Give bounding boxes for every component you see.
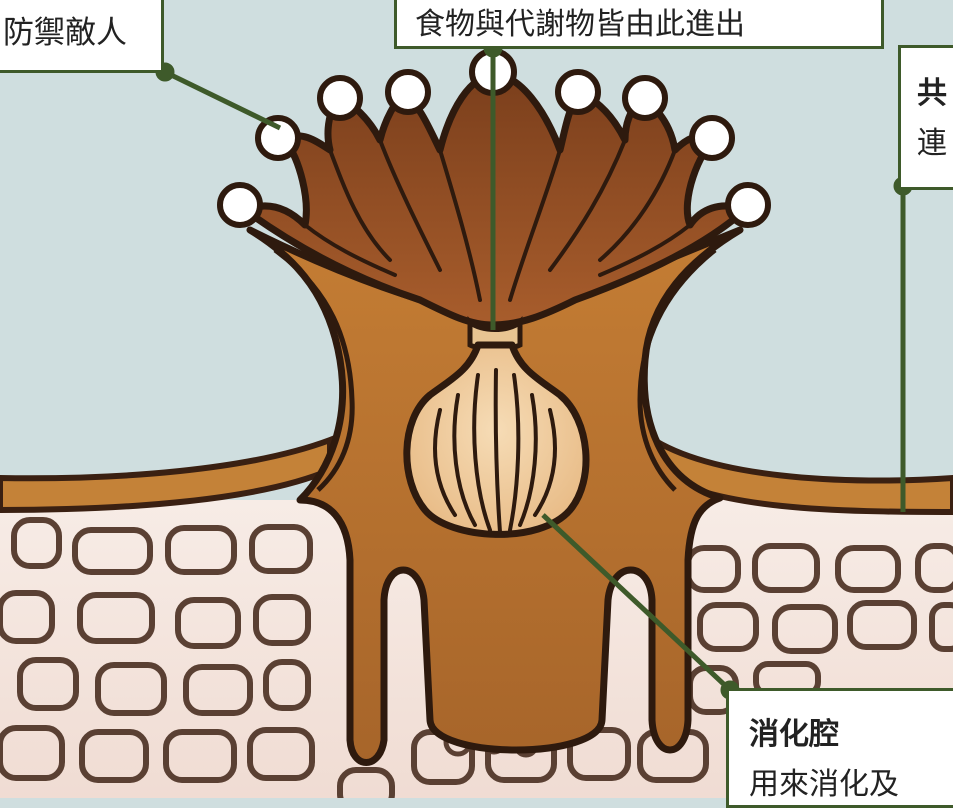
label-tentacle-text: 防禦敵人 <box>3 7 161 52</box>
label-gastric-title: 消化腔 <box>749 709 953 753</box>
label-coenenchyme-text: 連 <box>917 118 953 162</box>
label-tentacle: 防禦敵人 <box>0 0 164 73</box>
label-gastric-text: 用來消化及 <box>749 759 953 803</box>
label-mouth-text: 食物與代謝物皆由此進出 <box>415 0 881 43</box>
label-gastric-cavity: 消化腔 用來消化及 <box>726 688 953 808</box>
label-coenenchyme: 共 連 <box>898 45 953 190</box>
label-mouth: 食物與代謝物皆由此進出 <box>394 0 884 49</box>
label-coenenchyme-title: 共 <box>917 68 953 112</box>
